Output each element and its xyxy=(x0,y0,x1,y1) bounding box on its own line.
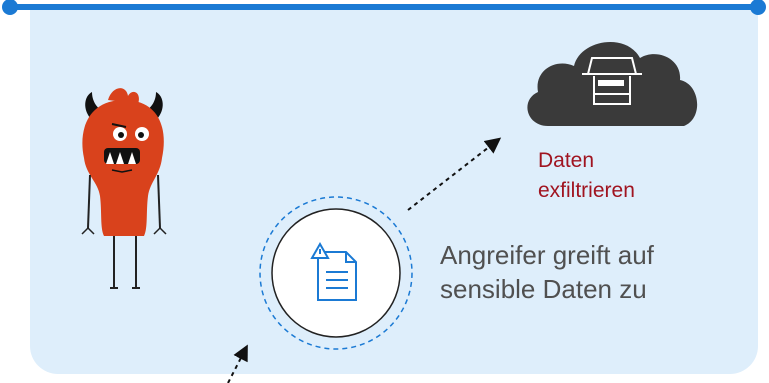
warning-document-icon xyxy=(310,241,357,301)
attack-caption: Angreifer greift auf sensible Daten zu xyxy=(440,240,654,304)
monster-icon xyxy=(81,88,167,289)
arrow-to-cloud xyxy=(407,137,502,211)
connector-dot-right xyxy=(750,0,766,15)
top-connector-line xyxy=(10,4,758,10)
exfil-label: Daten exfiltrieren xyxy=(538,149,635,202)
arrow-to-document xyxy=(227,344,248,383)
cloud-spy-icon xyxy=(527,42,698,126)
connector-dot-left xyxy=(2,0,18,15)
